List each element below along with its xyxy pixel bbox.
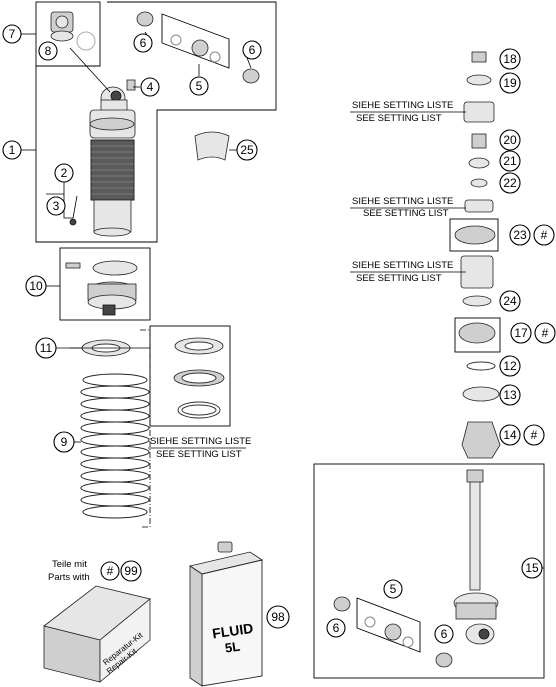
callout-6-bottom-right: 6 [434, 624, 454, 644]
callout-21: 21 [499, 150, 521, 172]
svg-text:8: 8 [45, 44, 52, 58]
svg-text:10: 10 [29, 279, 43, 293]
svg-text:1: 1 [9, 143, 16, 157]
spring [80, 373, 150, 519]
callout-11: 11 [35, 337, 57, 359]
top-cap-parts [50, 11, 96, 51]
frame-part-23 [449, 218, 499, 252]
callout-23: 23 [509, 224, 531, 246]
frame-part-17 [454, 317, 501, 353]
setting-note-en-2: SEE SETTING LIST [363, 208, 449, 219]
callout-19: 19 [499, 72, 521, 94]
svg-text:4: 4 [147, 80, 154, 94]
svg-text:99: 99 [124, 564, 138, 578]
svg-text:6: 6 [333, 621, 340, 635]
callout-14: 14 [499, 424, 521, 446]
callout-25: 25 [236, 139, 258, 161]
svg-text:6: 6 [441, 627, 448, 641]
svg-text:5: 5 [196, 79, 203, 93]
callout-98: 98 [266, 605, 290, 629]
svg-text:#: # [541, 228, 548, 242]
callout-24: 24 [499, 290, 521, 312]
callout-18: 18 [499, 48, 521, 70]
svg-text:6: 6 [140, 36, 147, 50]
spring-seats [81, 337, 225, 419]
callout-hash-14: # [523, 424, 545, 446]
callout-15: 15 [521, 557, 543, 579]
setting-note-de-1: SIEHE SETTING LISTE [352, 100, 453, 111]
legend-line-1: Teile mit [52, 559, 87, 570]
frames [35, 1, 545, 679]
svg-text:98: 98 [271, 610, 285, 624]
svg-text:5: 5 [390, 582, 397, 596]
svg-text:13: 13 [503, 388, 517, 402]
callout-20: 20 [499, 129, 521, 151]
setting-note-en-3: SEE SETTING LIST [356, 273, 442, 284]
callout-hash-23: # [533, 224, 555, 246]
svg-text:19: 19 [503, 76, 517, 90]
callouts: 7 8 6 6 5 4 1 25 2 3 10 11 9 18 19 20 21… [2, 24, 556, 644]
svg-text:18: 18 [503, 52, 517, 66]
svg-text:#: # [531, 428, 538, 442]
svg-text:25: 25 [240, 143, 254, 157]
callout-5-bottom: 5 [383, 579, 403, 599]
svg-text:22: 22 [503, 176, 517, 190]
callout-4: 4 [140, 77, 160, 97]
callout-8: 8 [38, 41, 58, 61]
svg-text:2: 2 [61, 166, 68, 180]
setting-note-de-4: SIEHE SETTING LISTE [150, 436, 251, 447]
callout-1: 1 [2, 140, 22, 160]
repair-kit-box: Reparatur-Kit Repair-Kit [43, 585, 151, 683]
callout-6-top-right: 6 [242, 40, 262, 60]
callout-9: 9 [53, 431, 75, 453]
frame-piston-rod [313, 463, 545, 679]
callout-7: 7 [2, 24, 22, 44]
svg-text:15: 15 [525, 561, 539, 575]
svg-text:7: 7 [9, 27, 16, 41]
damper-stack [333, 51, 501, 668]
callout-10: 10 [25, 275, 47, 297]
svg-text:17: 17 [514, 326, 528, 340]
setting-note-de-3: SIEHE SETTING LISTE [352, 260, 453, 271]
svg-text:24: 24 [503, 294, 517, 308]
callout-hash-17: # [534, 322, 556, 344]
callout-13: 13 [499, 384, 521, 406]
shock-absorber [69, 11, 260, 237]
svg-text:6: 6 [249, 43, 256, 57]
adjuster-assembly [65, 260, 138, 316]
svg-text:3: 3 [53, 199, 60, 213]
fluid-can-label-2: 5L [224, 639, 241, 656]
fluid-can-label-1: FLUID [211, 620, 254, 642]
svg-text:14: 14 [503, 428, 517, 442]
legend-line-2: Parts with [48, 572, 90, 583]
setting-note-en-4: SEE SETTING LIST [156, 449, 242, 460]
svg-text:9: 9 [61, 435, 68, 449]
callout-12: 12 [499, 355, 521, 377]
callout-17: 17 [510, 322, 532, 344]
svg-text:11: 11 [40, 341, 53, 355]
callout-6-bottom-left: 6 [326, 618, 346, 638]
svg-text:12: 12 [503, 359, 517, 373]
callout-hash-legend: # [100, 561, 120, 581]
fluid-can: FLUID 5L [189, 541, 263, 687]
setting-notes: SIEHE SETTING LISTE SEE SETTING LIST SIE… [148, 100, 466, 460]
svg-text:23: 23 [513, 228, 527, 242]
svg-text:#: # [107, 564, 114, 578]
callout-22: 22 [499, 172, 521, 194]
svg-text:20: 20 [503, 133, 517, 147]
legend: Teile mit Parts with [48, 559, 90, 583]
callout-2: 2 [54, 163, 74, 183]
callout-5-top: 5 [189, 76, 209, 96]
frame-adjuster [59, 247, 151, 321]
callout-3: 3 [46, 196, 66, 216]
setting-note-de-2: SIEHE SETTING LISTE [352, 196, 453, 207]
svg-text:#: # [542, 326, 549, 340]
frame-main-shock [35, 1, 277, 243]
callout-6-top-left: 6 [133, 33, 153, 53]
setting-note-en-1: SEE SETTING LIST [356, 113, 442, 124]
svg-text:21: 21 [503, 154, 517, 168]
spring-set-bracket [140, 329, 151, 528]
callout-99: 99 [120, 560, 142, 582]
